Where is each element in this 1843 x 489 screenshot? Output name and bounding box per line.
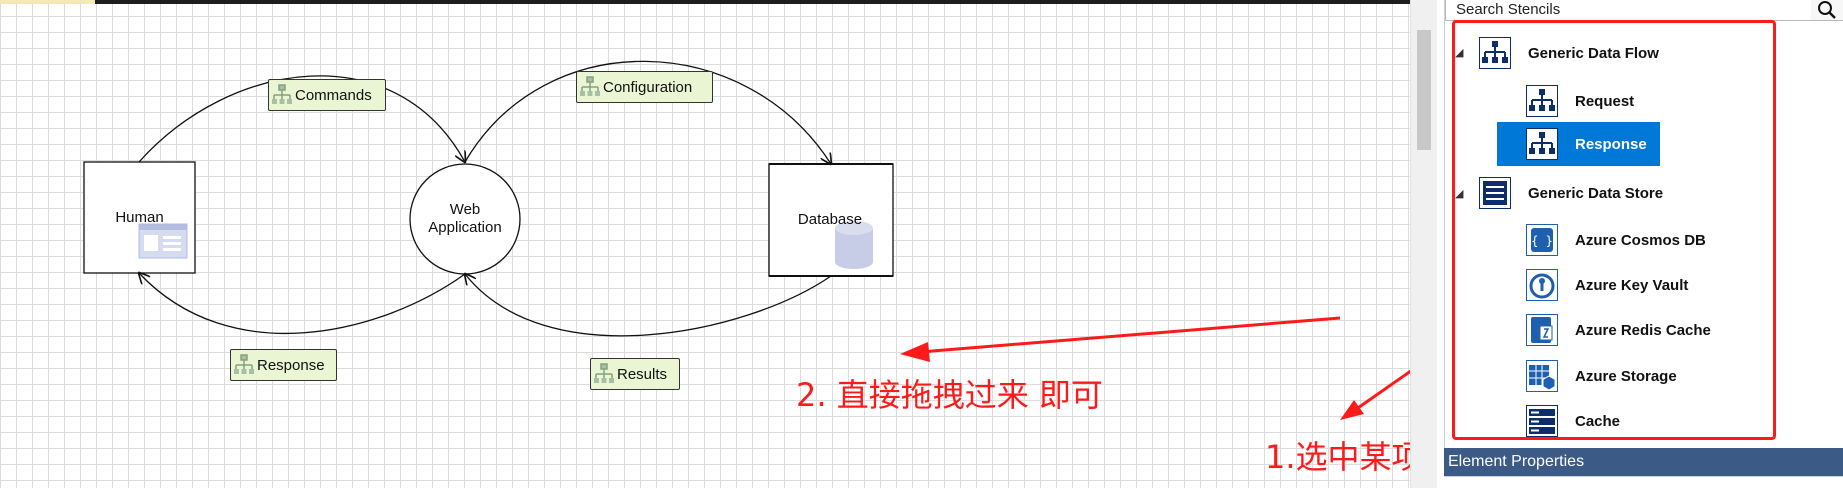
stencil-item-label: Azure Cosmos DB	[1575, 231, 1706, 249]
stencil-group-generic-data-flow[interactable]: Generic Data Flow	[1479, 33, 1659, 73]
stencil-item-azure-storage[interactable]: Azure Storage	[1526, 356, 1677, 396]
stencil-item-azure-cosmos-db[interactable]: { } Azure Cosmos DB	[1526, 220, 1706, 260]
diagram-svg	[83, 60, 1410, 420]
data-flow-icon	[580, 76, 600, 96]
stencil-item-azure-redis-cache[interactable]: Azure Redis Cache	[1526, 310, 1711, 350]
results-flow-arc[interactable]	[465, 274, 832, 337]
data-store-icon	[1479, 177, 1511, 209]
storage-icon	[1526, 360, 1558, 392]
database-label: Database	[797, 211, 863, 228]
collapse-arrow-icon[interactable]: ◢	[1455, 188, 1464, 200]
web-application-label: Web Application	[410, 201, 520, 237]
stencil-group-generic-data-store[interactable]: Generic Data Store	[1479, 173, 1663, 213]
human-label: Human	[115, 209, 164, 226]
data-flow-icon	[234, 354, 254, 374]
canvas-vertical-scrollbar[interactable]	[1410, 0, 1437, 488]
results-flow-label[interactable]: Results	[590, 358, 680, 390]
stencil-group-label: Generic Data Flow	[1528, 44, 1659, 62]
redis-cache-icon	[1526, 314, 1558, 346]
cosmos-db-icon: { }	[1526, 224, 1558, 256]
search-stencils-input[interactable]	[1446, 1, 1796, 18]
annotation-highlight-box	[1452, 20, 1776, 440]
response-flow-text: Response	[257, 356, 325, 374]
data-flow-icon	[1479, 37, 1511, 69]
active-tab-fragment[interactable]	[0, 0, 95, 4]
database-cylinder-icon	[835, 221, 873, 269]
stencil-item-label: Azure Storage	[1575, 367, 1677, 385]
document-tab-strip	[0, 0, 1410, 4]
element-properties-title: Element Properties	[1448, 453, 1585, 470]
element-properties-panel	[1444, 476, 1843, 489]
web-application-label-line1: Web	[449, 201, 481, 218]
stencil-item-label: Azure Redis Cache	[1575, 321, 1711, 339]
stencil-item-label: Azure Key Vault	[1575, 276, 1689, 294]
external-entity-icon	[138, 223, 188, 259]
annotation-select-text: 1.选中某项	[1265, 438, 1410, 476]
stencil-item-azure-key-vault[interactable]: Azure Key Vault	[1526, 265, 1688, 305]
configuration-flow-text: Configuration	[603, 78, 693, 96]
svg-text:{ }: { }	[1531, 234, 1553, 248]
search-icon	[1818, 1, 1836, 19]
response-flow-arc[interactable]	[139, 273, 466, 335]
data-flow-icon	[594, 363, 614, 383]
configuration-flow-label[interactable]: Configuration	[576, 71, 713, 103]
stencil-item-label: Cache	[1575, 412, 1621, 430]
commands-flow-arc[interactable]	[138, 75, 465, 162]
data-flow-icon	[1526, 128, 1558, 160]
element-properties-header[interactable]: Element Properties	[1444, 448, 1843, 476]
stencils-panel: ◢ Generic Data Flow Request Response ◢ G…	[1444, 0, 1843, 488]
stencil-group-label: Generic Data Store	[1528, 184, 1664, 202]
commands-flow-text: Commands	[295, 86, 372, 104]
search-button[interactable]	[1811, 0, 1843, 21]
search-stencils-box[interactable]	[1445, 0, 1812, 21]
cache-server-icon	[1526, 405, 1558, 437]
data-flow-icon	[1526, 85, 1558, 117]
key-vault-icon	[1526, 269, 1558, 301]
stencil-item-request[interactable]: Request	[1526, 81, 1648, 121]
configuration-flow-arc[interactable]	[464, 60, 831, 164]
stencil-item-response[interactable]: Response	[1497, 122, 1660, 166]
stencil-item-label: Response	[1575, 135, 1647, 153]
web-application-label-line2: Application	[428, 219, 502, 236]
response-flow-label[interactable]: Response	[230, 349, 337, 381]
results-flow-text: Results	[617, 365, 668, 383]
annotation-arrow-drag	[900, 316, 1341, 362]
stencil-item-cache[interactable]: Cache	[1526, 401, 1620, 441]
data-flow-icon	[272, 84, 292, 104]
collapse-arrow-icon[interactable]: ◢	[1455, 47, 1464, 59]
annotation-drag-text: 2. 直接拖拽过来 即可	[796, 376, 1103, 414]
annotation-arrow-select	[1340, 369, 1410, 420]
diagram-canvas[interactable]: Human Web Application Database Commands …	[0, 0, 1410, 488]
stencil-item-label: Request	[1575, 92, 1635, 110]
scrollbar-thumb[interactable]	[1417, 30, 1431, 150]
commands-flow-label[interactable]: Commands	[268, 79, 386, 111]
